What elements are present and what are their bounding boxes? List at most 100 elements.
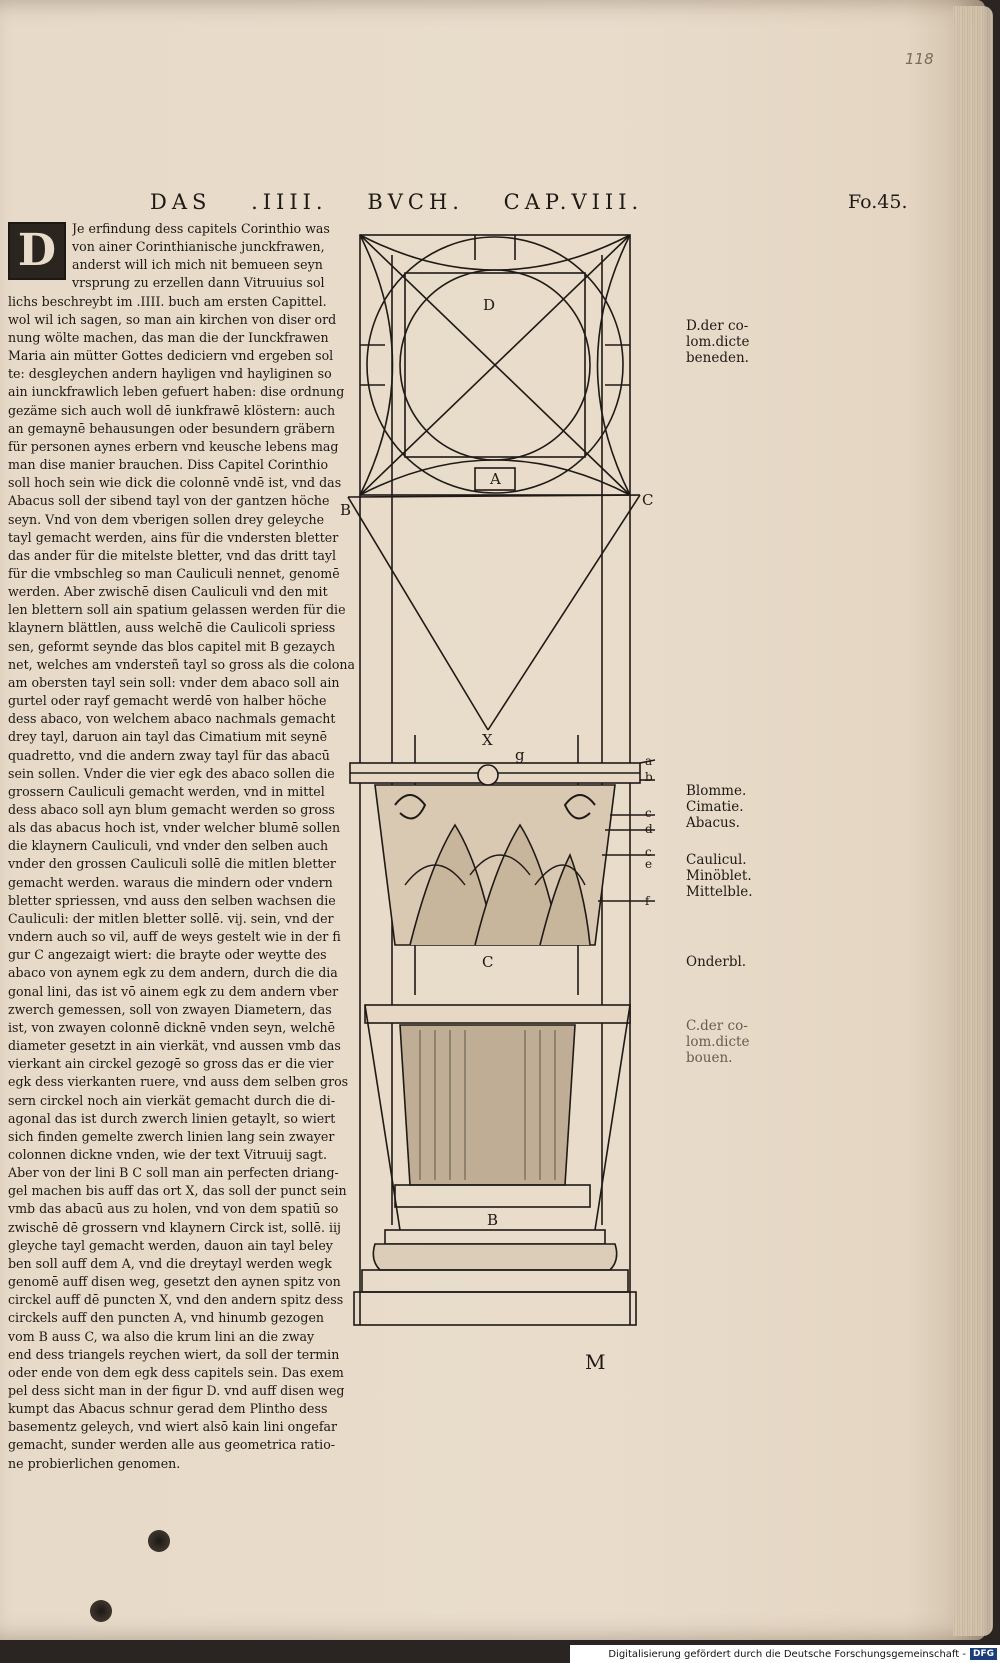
- text-line: an gemaynē behausungen oder besundern gr…: [8, 420, 336, 436]
- margin-note-d: D.der co- lom.dicte beneden.: [686, 318, 750, 366]
- text-line: vrsprung zu erzellen dann Vitruuius sol: [72, 275, 325, 291]
- letter-a: A: [489, 470, 501, 488]
- abacus-square: [359, 234, 631, 496]
- text-line: ist, von zwayen colonnē dicknē vnden sey…: [8, 1019, 336, 1035]
- margin-note-c: C.der co- lom.dicte bouen.: [686, 1018, 750, 1066]
- letter-c-capital: C: [482, 953, 493, 971]
- text-line: klaynern blättlen, auss welchē die Cauli…: [8, 620, 336, 636]
- text-line: anderst will ich mich nit bemueen seyn: [72, 257, 323, 273]
- letter-b-small: b: [645, 770, 653, 784]
- text-line: agonal das ist durch zwerch linien getay…: [8, 1110, 336, 1126]
- base-lower-plinth: [353, 1291, 637, 1326]
- body-lines: Je erfindung dess capitels Corinthio was…: [8, 220, 354, 1473]
- text-line: vom B auss C, wa also die krum lini an d…: [8, 1328, 315, 1344]
- letter-d-small: d: [645, 822, 653, 836]
- text-line: quadretto, vnd die andern zway tayl für …: [8, 747, 330, 763]
- binding-ring-icon: [90, 1600, 112, 1622]
- abacus-curve: [596, 234, 631, 496]
- text-line: gemacht, sunder werden alle aus geometri…: [8, 1437, 336, 1453]
- letter-c-right: C: [642, 491, 653, 509]
- margin-note-leaves: Caulicul. Minöblet. Mittelble.: [686, 852, 753, 900]
- letter-x: X: [482, 731, 493, 749]
- text-line: vierkant ain circkel gezogē so gross das…: [8, 1056, 334, 1072]
- text-line: von ainer Corinthianische junckfrawen,: [72, 239, 325, 255]
- text-line: seyn. Vnd von dem vberigen sollen drey g…: [8, 511, 325, 527]
- text-line: für die vmbschleg so man Cauliculi nenne…: [8, 565, 340, 581]
- triangle-side: [487, 494, 641, 731]
- text-line: lichs beschreybt im .IIII. buch am erste…: [8, 293, 327, 309]
- text-line: das ander für die mitelste bletter, vnd …: [8, 547, 337, 563]
- page-fore-edge: [953, 6, 993, 1636]
- footer-text: Digitalisierung gefördert durch die Deut…: [608, 1648, 966, 1660]
- diagonal-line: [359, 234, 631, 496]
- running-head: DAS .IIII. BVCH. CAP.VIII.: [150, 190, 710, 214]
- margin-note-capital-parts: Blomme. Cimatie. Abacus.: [686, 783, 747, 831]
- text-line: werden. Aber zwischē disen Cauliculi vnd…: [8, 584, 328, 600]
- text-line: len blettern soll ain spatium gelassen w…: [8, 602, 346, 618]
- text-line: dess abaco, von welchem abaco nachmals g…: [8, 711, 336, 727]
- triangle-side: [347, 496, 489, 731]
- base-plinth: [361, 1269, 629, 1293]
- text-line: Maria ain mütter Gottes dediciern vnd er…: [8, 348, 334, 364]
- text-line: gemacht werden. waraus die mindern oder …: [8, 874, 333, 890]
- text-line: gurtel oder rayf gemacht werdē von halbe…: [8, 693, 327, 709]
- text-line: egk dess vierkanten ruere, vnd auss dem …: [8, 1074, 349, 1090]
- text-line: die klaynern Cauliculi, vnd vnder den se…: [8, 838, 329, 854]
- text-line: end dess triangels reychen wiert, da sol…: [8, 1346, 340, 1362]
- running-head-part: .IIII.: [251, 190, 328, 214]
- text-line: circkels auff den puncten A, vnd hinumb …: [8, 1310, 325, 1326]
- text-line: am obersten tayl sein soll: vnder dem ab…: [8, 674, 340, 690]
- folio-number: 118: [905, 50, 934, 68]
- text-line: gonal lini, das ist vō ainem egk zu dem …: [8, 983, 339, 999]
- text-line: oder ende von dem egk dess capitels sein…: [8, 1364, 344, 1380]
- text-line: sern circkel noch ain vierkät gemacht du…: [8, 1092, 336, 1108]
- text-line: soll hoch sein wie dick die colonnē vndē…: [8, 475, 342, 491]
- letter-e-small: e: [645, 857, 652, 871]
- running-head-part: BVCH.: [367, 190, 464, 214]
- text-line: abaco von aynem egk zu dem andern, durch…: [8, 965, 338, 981]
- body-text: D Je erfindung dess capitels Corinthio w…: [8, 220, 354, 1473]
- text-line: drey tayl, daruon ain tayl das Cimatium …: [8, 729, 328, 745]
- running-head-part: CAP.VIII.: [503, 190, 644, 214]
- margin-note-lower-leaves: Onderbl.: [686, 954, 747, 970]
- base-fillet: [384, 1229, 606, 1245]
- text-line: sein sollen. Vnder die vier egk des abac…: [8, 765, 335, 781]
- letter-b: B: [340, 501, 351, 519]
- text-line: zwischē dē grossern vnd klaynern Circk i…: [8, 1219, 341, 1235]
- line-b-c: [347, 494, 641, 498]
- text-line: genomē auff disen weg, gesetzt den aynen…: [8, 1274, 341, 1290]
- abacus-curve: [359, 234, 631, 271]
- column-abacus: [364, 1004, 631, 1024]
- letter-g: g: [515, 746, 525, 764]
- text-line: Abacus soll der sibend tayl von der gant…: [8, 493, 330, 509]
- text-line: sich finden gemelte zwerch linien lang s…: [8, 1128, 335, 1144]
- text-line: zwerch gemessen, soll von zwayen Diamete…: [8, 1001, 332, 1017]
- inner-circle: [399, 269, 591, 461]
- footer-credit: Digitalisierung gefördert durch die Deut…: [570, 1645, 1000, 1663]
- text-line: vndern auch so vil, auff de weys gestelt…: [8, 929, 341, 945]
- inner-square: [404, 272, 586, 458]
- letter-a-small: a: [645, 754, 652, 768]
- text-line: kumpt das Abacus schnur gerad dem Plinth…: [8, 1401, 328, 1417]
- letter-c-small: c: [645, 806, 652, 820]
- text-line: nung wölte machen, das man die der Iunck…: [8, 329, 329, 345]
- text-line: ben soll auff dem A, vnd die dreytayl we…: [8, 1255, 332, 1271]
- abacus-curve: [359, 234, 394, 496]
- text-line: ne probierlichen genomen.: [8, 1455, 181, 1471]
- letter-c2-small: c: [645, 845, 652, 859]
- text-line: tayl gemacht werden, ains für die vnders…: [8, 529, 339, 545]
- text-line: gezäme sich auch woll dē iunkfrawē klöst…: [8, 402, 336, 418]
- text-line: diameter gesetzt in ain vierkät, vnd aus…: [8, 1038, 341, 1054]
- letter-b-column: B: [487, 1211, 498, 1229]
- letter-f-small: f: [645, 894, 651, 908]
- corinthian-capital-figure: D A B C X g C B a b c d c e f: [340, 234, 656, 1326]
- running-head-part: DAS: [150, 190, 212, 214]
- outer-circle: [366, 236, 624, 494]
- text-line: gleyche tayl gemacht werden, dauon ain t…: [8, 1237, 333, 1253]
- text-line: dess abaco soll ayn blum gemacht werden …: [8, 802, 335, 817]
- text-line: für personen aynes erbern vnd keusche le…: [8, 438, 339, 454]
- base-torus: [372, 1243, 618, 1271]
- text-line: ain iunckfrawlich leben gefuert haben: d…: [8, 384, 345, 400]
- dfg-logo: DFG: [969, 1648, 997, 1660]
